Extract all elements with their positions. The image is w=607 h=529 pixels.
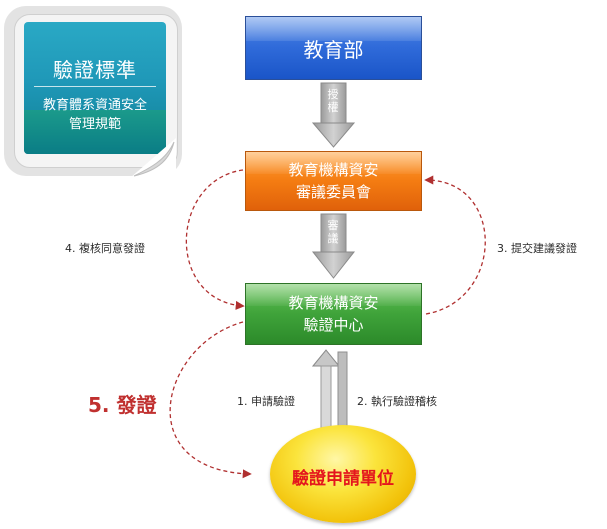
review-label: 審 議 (327, 219, 339, 245)
step4-label: 4. 複核同意發證 (65, 242, 145, 255)
standard-card-subtitle: 教育體系資通安全 管理規範 (24, 96, 166, 134)
authorize-arrow (311, 82, 356, 148)
council-box-line2: 審議委員會 (295, 183, 371, 201)
page-curl-icon (130, 138, 176, 178)
review-approve-curve (185, 169, 245, 310)
standard-card-subtitle-line1: 教育體系資通安全 (42, 98, 147, 113)
applicant-label: 驗證申請單位 (292, 468, 394, 489)
step2-label: 2. 執行驗證稽核 (357, 395, 437, 408)
applicant-ellipse: 驗證申請單位 (270, 425, 416, 523)
standard-card-subtitle-line2: 管理規範 (68, 117, 121, 132)
standard-card-face (24, 22, 166, 154)
center-box: 教育機構資安 驗證中心 (245, 283, 422, 345)
apply-arrow (311, 349, 341, 461)
step5-label: 5. 發證 (88, 393, 157, 417)
council-box: 教育機構資安 審議委員會 (245, 151, 422, 211)
issue-certificate-curve (169, 321, 252, 479)
moe-box: 教育部 (245, 16, 422, 80)
center-box-line2: 驗證中心 (303, 316, 364, 334)
center-box-line1: 教育機構資安 (288, 294, 379, 312)
step1-label: 1. 申請驗證 (237, 395, 295, 408)
standard-card-divider (34, 86, 156, 87)
recommend-curve (424, 175, 486, 315)
council-box-line1: 教育機構資安 (288, 161, 379, 179)
authorize-label: 授 權 (327, 88, 339, 114)
step3-label: 3. 提交建議發證 (497, 242, 577, 255)
review-arrow (311, 213, 356, 279)
standard-card-title: 驗證標準 (53, 58, 137, 82)
moe-box-label: 教育部 (303, 37, 364, 62)
